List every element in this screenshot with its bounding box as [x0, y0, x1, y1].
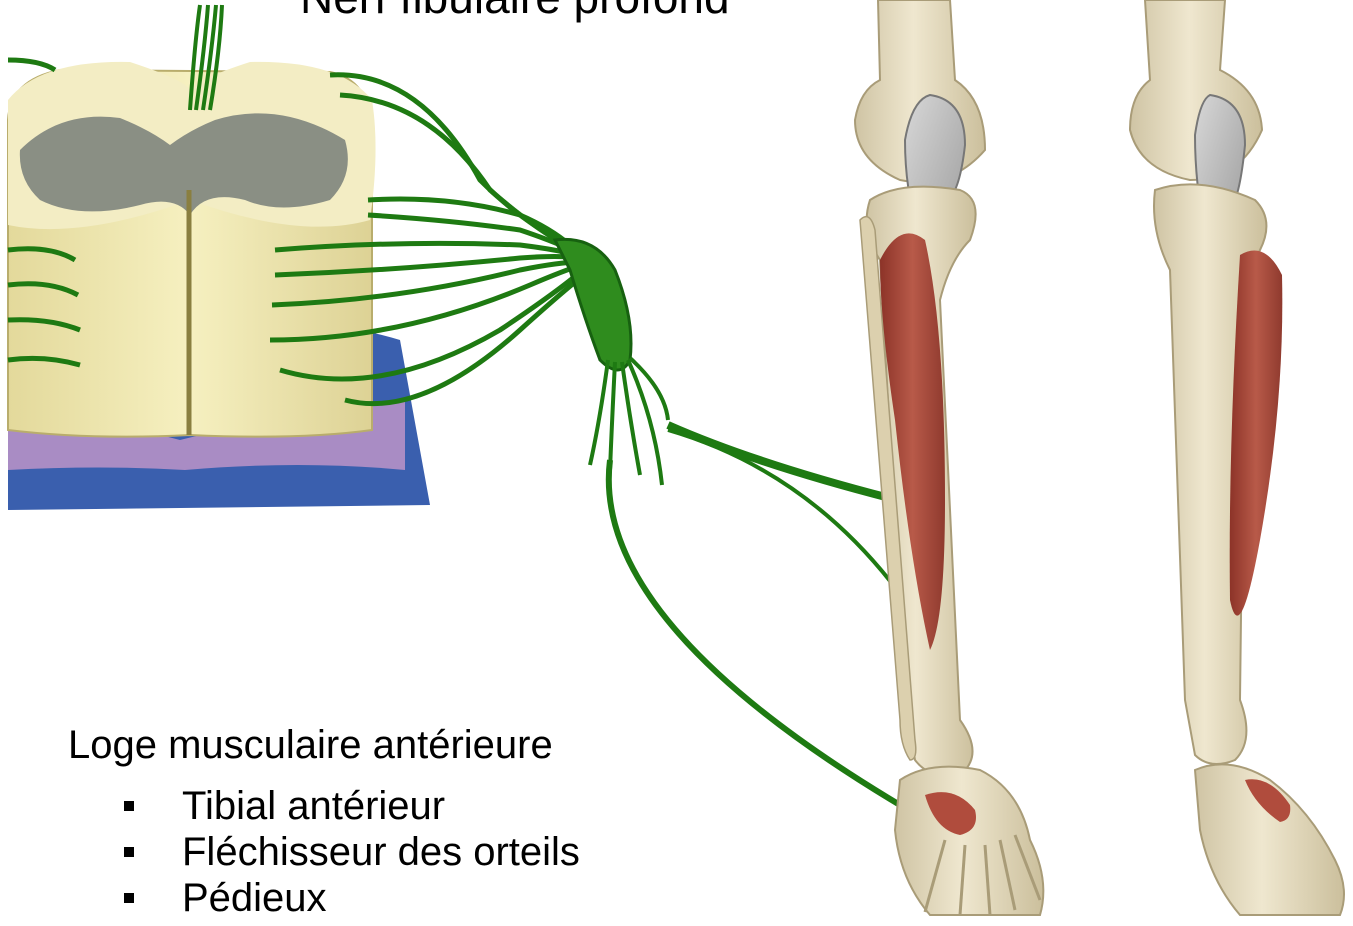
- list-item: Pédieux: [118, 875, 580, 921]
- list-item: Fléchisseur des orteils: [118, 829, 580, 875]
- spinal-cord-section: [8, 5, 430, 510]
- tibialis-anterior-muscle: [1230, 251, 1283, 616]
- bullet-square-icon: [124, 893, 134, 903]
- muscle-list: Tibial antérieur Fléchisseur des orteils…: [118, 783, 580, 921]
- nerve-trunk: [555, 239, 631, 370]
- compartment-heading: Loge musculaire antérieure: [68, 723, 553, 768]
- muscle-label: Tibial antérieur: [182, 784, 445, 828]
- branch-foot: [609, 460, 900, 805]
- muscle-label: Fléchisseur des orteils: [182, 830, 580, 874]
- bullet-square-icon: [124, 801, 134, 811]
- muscle-label: Pédieux: [182, 876, 327, 920]
- foot-bones: [895, 767, 1043, 915]
- list-item: Tibial antérieur: [118, 783, 580, 829]
- leg-anterior: [855, 0, 1043, 915]
- bullet-square-icon: [124, 847, 134, 857]
- leg-lateral: [1130, 0, 1344, 915]
